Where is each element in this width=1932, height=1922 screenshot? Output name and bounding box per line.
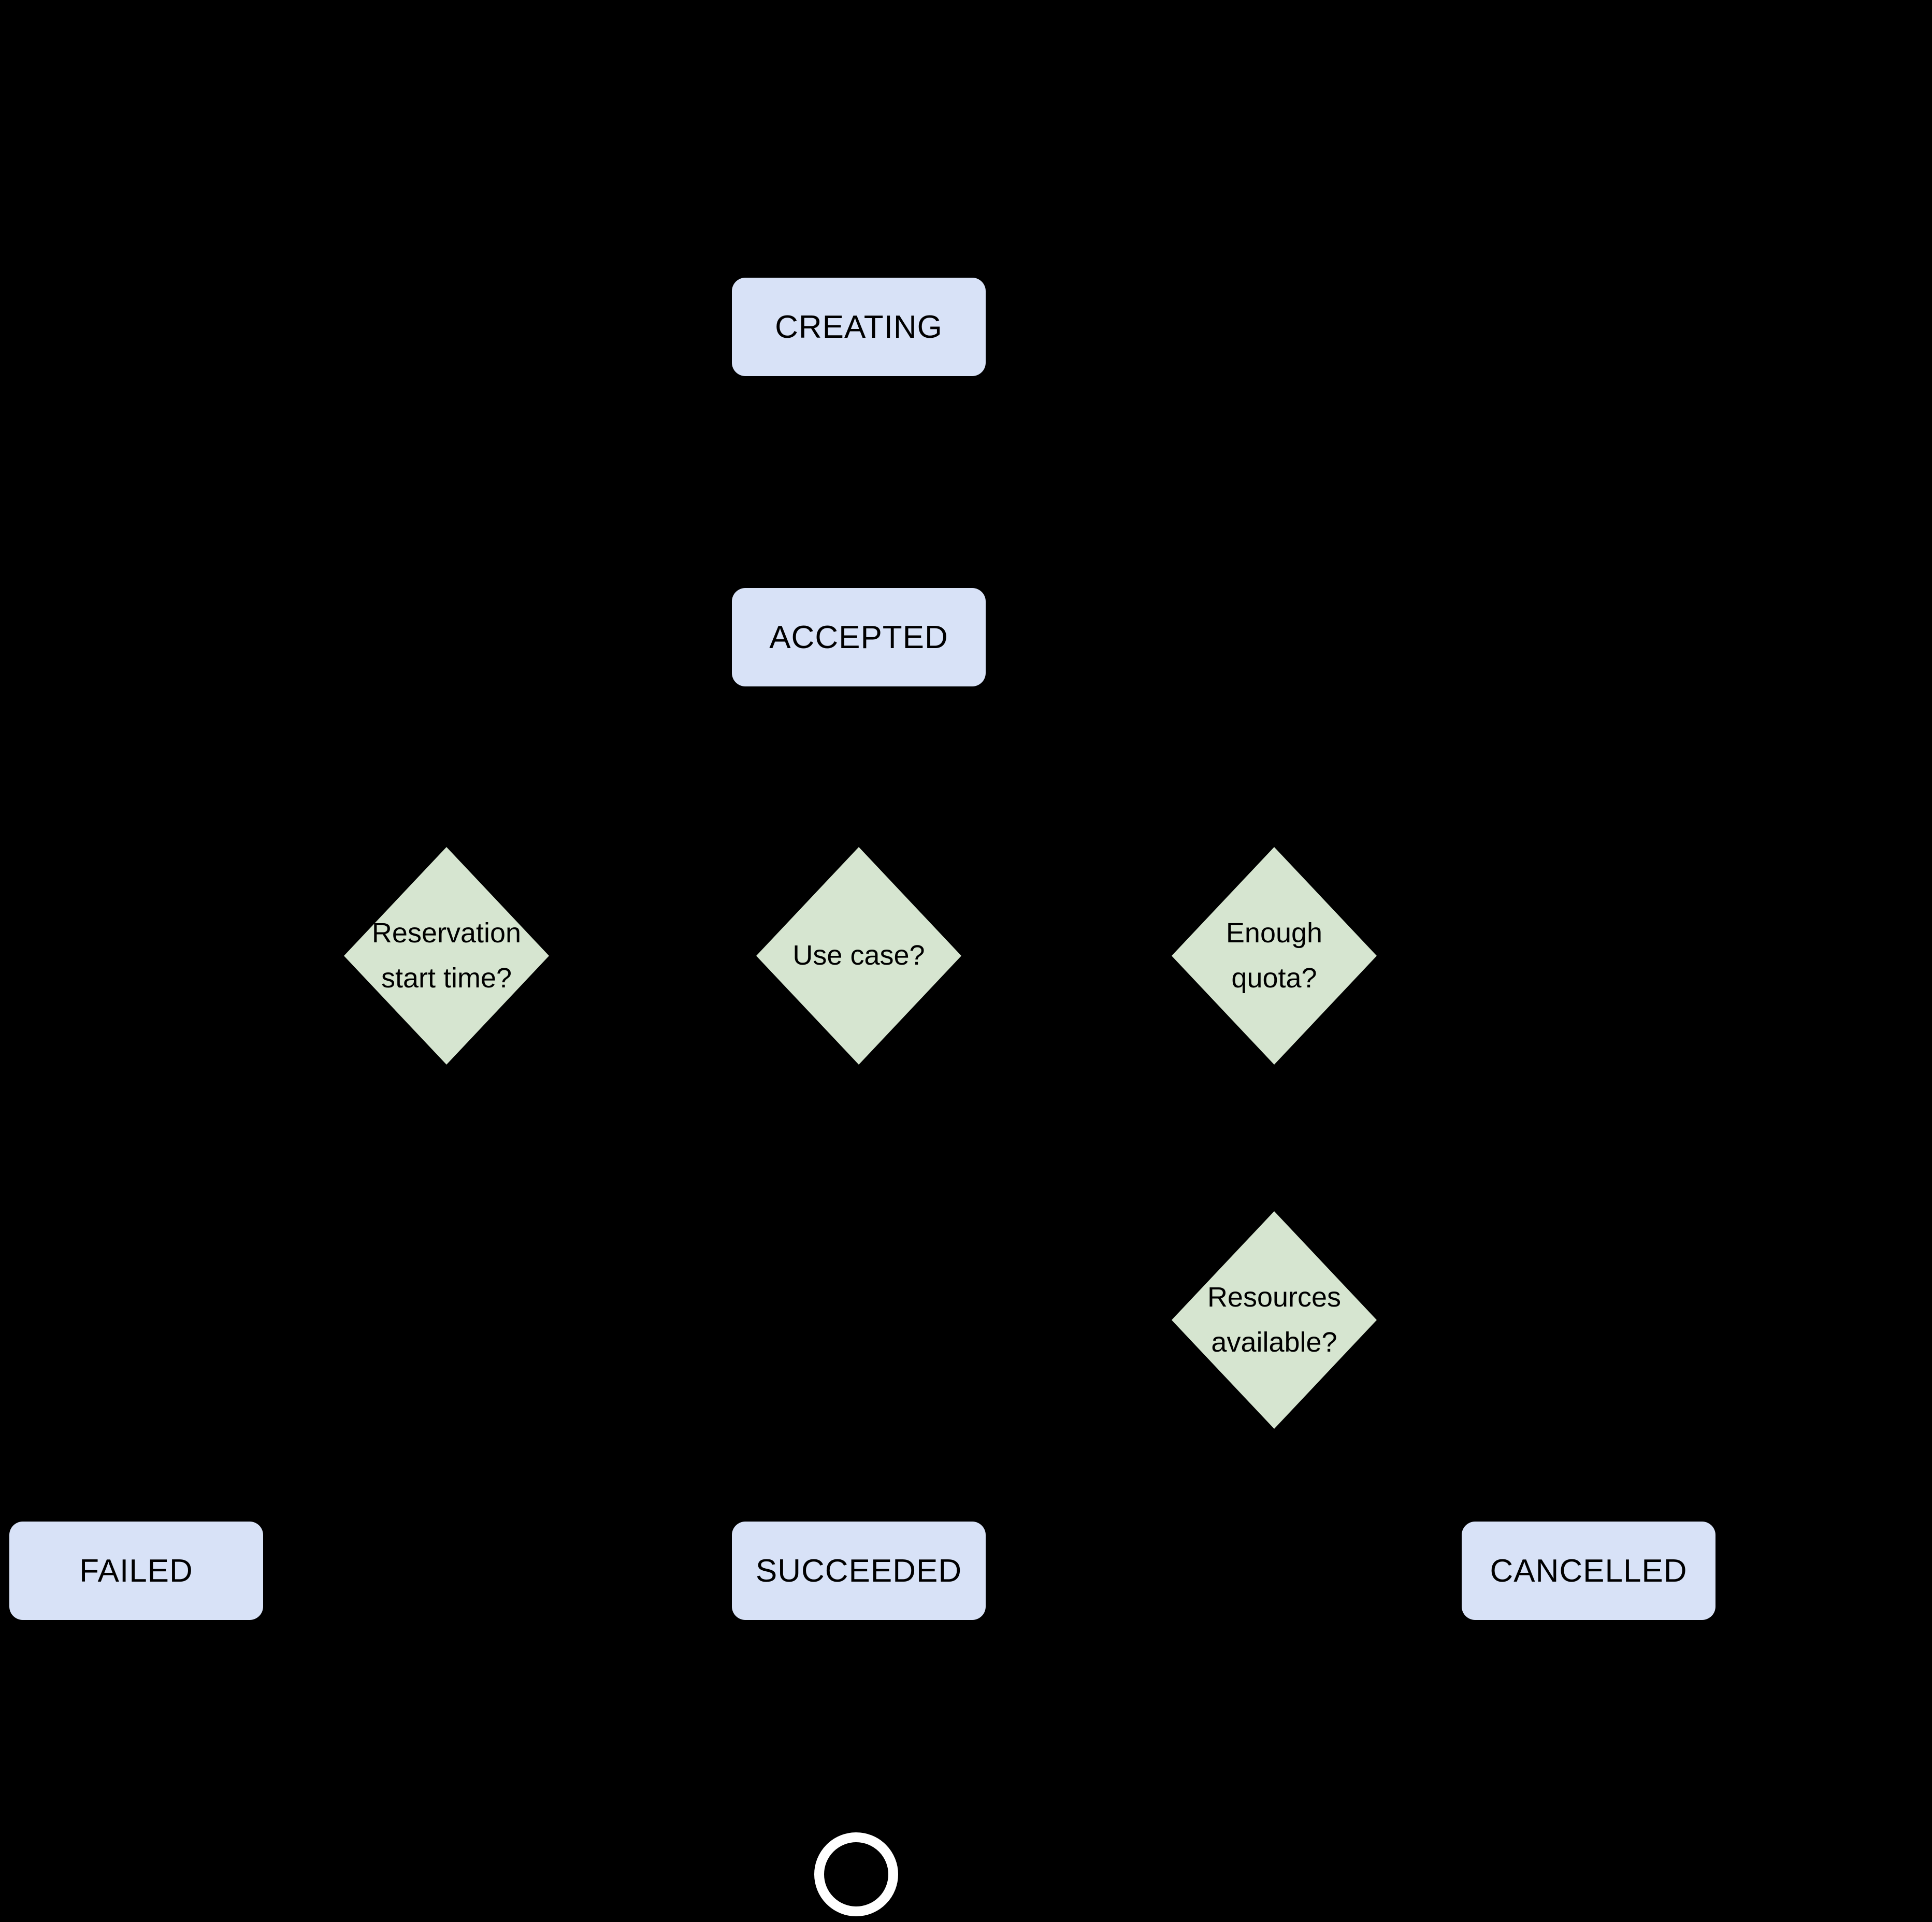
decision-label-line: available? [1211, 1327, 1337, 1358]
decision-node-enough-quota: Enough quota? [1172, 847, 1377, 1065]
decision-label-line: Enough [1225, 917, 1323, 949]
decision-label: Resources available? [1172, 1211, 1377, 1429]
state-node-creating: CREATING [732, 278, 986, 376]
decision-label-line: Resources [1207, 1281, 1342, 1313]
decision-label-line: Reservation [371, 917, 522, 949]
state-label: SUCCEEDED [755, 1553, 962, 1589]
state-label: FAILED [79, 1553, 193, 1589]
decision-node-use-case: Use case? [756, 847, 961, 1065]
state-node-succeeded: SUCCEEDED [732, 1522, 986, 1620]
state-node-accepted: ACCEPTED [732, 588, 986, 686]
state-node-failed: FAILED [9, 1522, 263, 1620]
decision-label: Enough quota? [1172, 847, 1377, 1065]
decision-label-line: Use case? [792, 940, 925, 971]
decision-label: Use case? [756, 847, 961, 1065]
decision-label: Reservation start time? [344, 847, 549, 1065]
decision-node-reservation-start-time: Reservation start time? [344, 847, 549, 1065]
state-label: CANCELLED [1490, 1553, 1688, 1589]
end-state-icon [814, 1832, 898, 1916]
decision-label-line: quota? [1231, 963, 1317, 994]
decision-node-resources-available: Resources available? [1172, 1211, 1377, 1429]
state-label: CREATING [775, 309, 943, 345]
decision-label-line: start time? [381, 963, 512, 994]
state-node-cancelled: CANCELLED [1462, 1522, 1715, 1620]
state-label: ACCEPTED [769, 619, 948, 655]
